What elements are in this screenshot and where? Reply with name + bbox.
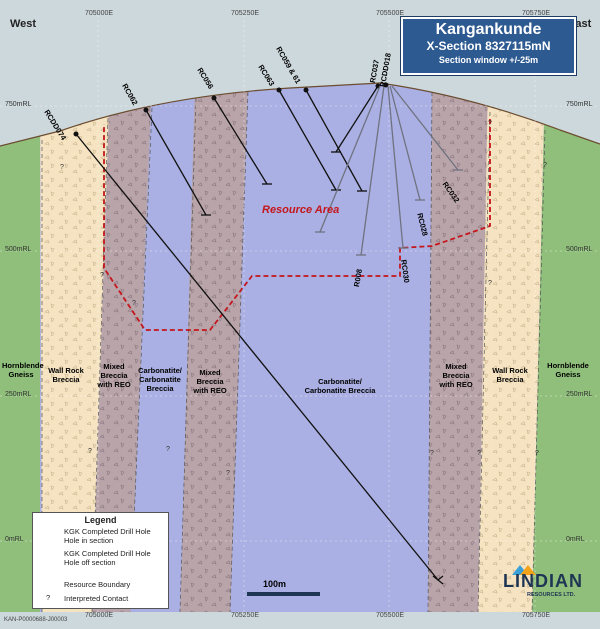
contact-query: ? <box>60 164 64 171</box>
logo-wordmark: LINDIAN <box>503 571 583 591</box>
unit-label-carbonatite-center: Carbonatite/ Carbonatite Breccia <box>304 377 376 395</box>
collars-in-section <box>73 82 389 137</box>
hole-rc059 <box>305 89 363 192</box>
hole-rc056 <box>213 97 268 185</box>
legend-panel: Legend <box>32 512 169 609</box>
legend-item-interpreted-contact: Interpreted Contact <box>64 594 129 603</box>
rl-label: 750mRL <box>5 101 32 108</box>
contact-query: ? <box>543 162 547 169</box>
scale-bar <box>247 592 320 596</box>
legend-title: Legend <box>84 515 117 525</box>
unit-label-carbonatite-west: Carbonatite/ Carbonatite Breccia <box>138 366 182 393</box>
easting-label: 705250E <box>231 612 260 619</box>
lindian-logo-icon <box>512 565 536 575</box>
contact-query: ? <box>488 280 492 287</box>
easting-label: 705250E <box>231 10 260 17</box>
hole-rc063 <box>278 89 337 191</box>
contact-query: ? <box>430 450 434 457</box>
unit-label-mixed-east: Mixed Breccia with REO <box>439 362 473 389</box>
contact-query: ? <box>226 470 230 477</box>
gneiss-east <box>532 83 600 612</box>
contact-query: ? <box>166 446 170 453</box>
legend-item-in-section: KGK Completed Drill Hole Hole in section <box>64 527 151 545</box>
drill-holes-off-section <box>315 85 463 256</box>
unit-label-mixed-west: Mixed Breccia with REO <box>97 362 131 389</box>
legend-item-resource-boundary: Resource Boundary <box>64 580 131 589</box>
hole-rc062 <box>145 109 207 216</box>
logo-subtitle: RESOURCES LTD. <box>527 592 576 598</box>
unit-label-gneiss-east: Hornblende Gneiss <box>547 361 589 379</box>
west-label: West <box>10 18 37 30</box>
title-box: Kangankunde X-Section 8327115mN Section … <box>401 17 576 75</box>
contact-query: ? <box>488 120 492 127</box>
rl-label: 250mRL <box>5 391 32 398</box>
contact-query: ? <box>132 300 136 307</box>
legend-item-off-section: KGK Completed Drill Hole Hole off sectio… <box>64 549 151 567</box>
unit-label-wall-west: Wall Rock Breccia <box>48 366 84 384</box>
contact-query: ? <box>88 448 92 455</box>
unit-label-wall-east: Wall Rock Breccia <box>492 366 528 384</box>
easting-label: 705750E <box>522 612 551 619</box>
unit-label-mixed-center: Mixed Breccia with REO <box>193 368 227 395</box>
unit-label-gneiss-west: Hornblende Gneiss <box>2 361 44 379</box>
scale-label: 100m <box>263 579 287 589</box>
title-name: Kangankunde <box>435 21 542 38</box>
drill-holes-in-section <box>75 85 444 585</box>
rl-label: 500mRL <box>566 246 593 253</box>
contact-query: ? <box>477 450 481 457</box>
contact-query: ? <box>535 450 539 457</box>
rl-label: 750mRL <box>566 101 593 108</box>
footer-code: KAN-P0000688-J00003 <box>4 617 68 623</box>
rl-label: 250mRL <box>566 391 593 398</box>
rl-label: 500mRL <box>5 246 32 253</box>
easting-label: 705000E <box>85 612 114 619</box>
easting-label: 705000E <box>85 10 114 17</box>
rl-label: 0mRL <box>5 536 24 543</box>
resource-boundary <box>103 119 491 331</box>
title-window: Section window +/-25m <box>438 55 539 65</box>
easting-label: 705500E <box>376 10 405 17</box>
resource-area-label: Resource Area <box>262 204 340 216</box>
title-section: X-Section 8327115mN <box>426 39 551 53</box>
rl-label: 0mRL <box>566 536 585 543</box>
easting-label: 705750E <box>522 10 551 17</box>
contact-query: ? <box>100 272 104 279</box>
legend-contact-query: ? <box>46 593 51 602</box>
topography-line <box>0 82 600 147</box>
easting-label: 705500E <box>376 612 405 619</box>
hole-rcdd074 <box>75 133 439 581</box>
